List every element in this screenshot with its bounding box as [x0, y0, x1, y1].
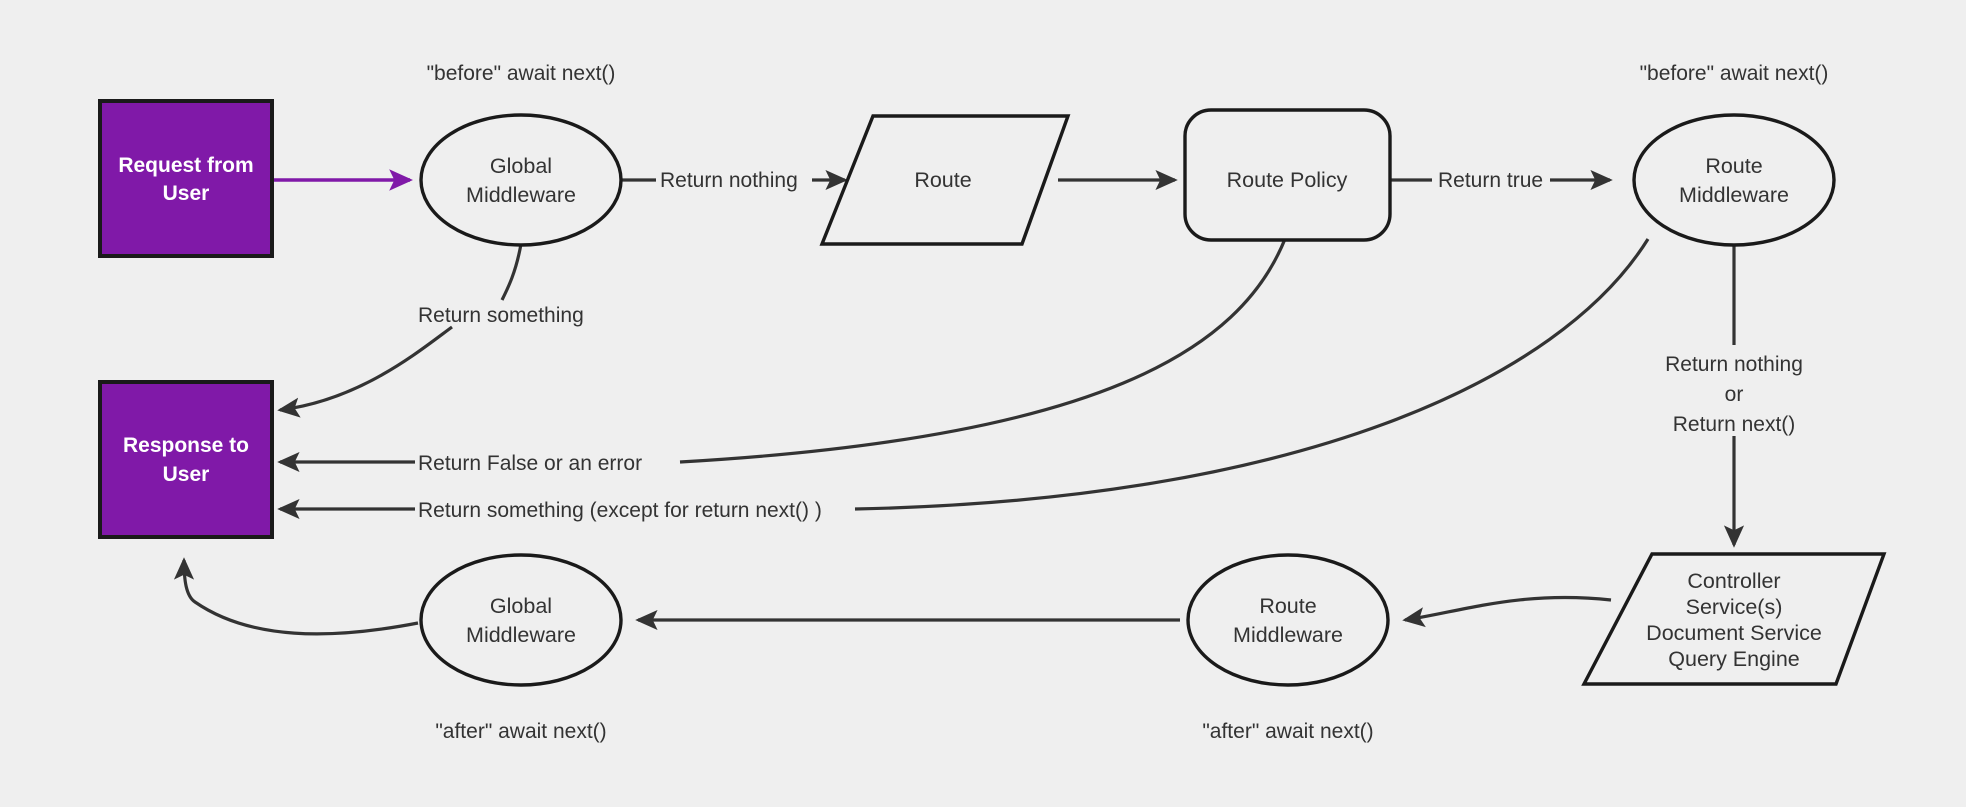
- edge-label-return-next: Return next(): [1673, 413, 1796, 436]
- node-route[interactable]: Route: [819, 114, 1071, 246]
- node-request-from-user[interactable]: Request from User: [98, 99, 274, 258]
- edge-route-policy-to-response: Return False or an error: [277, 238, 1287, 475]
- edge-controller-to-route-middleware-after: [1402, 595, 1612, 628]
- route-middleware-before-label-line1: Route: [1705, 154, 1762, 178]
- annotation-before-global-middleware: "before" await next(): [427, 62, 616, 85]
- controller-services-label-line1: Controller: [1687, 569, 1780, 593]
- edge-label-return-true: Return true: [1438, 169, 1543, 192]
- annotation-before-route-middleware: "before" await next(): [1640, 62, 1829, 85]
- edge-global-middleware-after-to-response: [173, 557, 419, 636]
- node-global-middleware-before[interactable]: Global Middleware: [419, 113, 623, 247]
- route-label: Route: [914, 168, 971, 192]
- annotation-after-route-middleware: "after" await next(): [1202, 720, 1373, 743]
- controller-services-label-line3: Document Service: [1646, 621, 1822, 645]
- global-middleware-after-label-line2: Middleware: [466, 623, 576, 647]
- request-from-user-label-line2: User: [163, 182, 210, 205]
- edge-label-return-false-or-error: Return False or an error: [418, 452, 642, 475]
- node-global-middleware-after[interactable]: Global Middleware: [419, 553, 623, 687]
- edge-route-policy-to-route-middleware: Return true: [1390, 169, 1613, 192]
- edge-label-return-something-except-next: Return something (except for return next…: [418, 499, 822, 522]
- edge-label-return-nothing-2: Return nothing: [1665, 353, 1803, 376]
- edge-route-middleware-to-controller: Return nothing or Return next(): [1665, 239, 1803, 548]
- route-middleware-after-label-line1: Route: [1259, 594, 1316, 618]
- edge-route-middleware-to-response: Return something (except for return next…: [277, 238, 1650, 522]
- node-controller-services[interactable]: Controller Service(s) Document Service Q…: [1581, 552, 1887, 686]
- annotation-after-global-middleware: "after" await next(): [435, 720, 606, 743]
- edge-label-return-nothing: Return nothing: [660, 169, 798, 192]
- route-middleware-after-label-line2: Middleware: [1233, 623, 1343, 647]
- request-from-user-label-line1: Request from: [118, 154, 253, 177]
- edge-global-middleware-to-response: Return something: [277, 243, 584, 418]
- edge-label-or: or: [1725, 383, 1744, 406]
- response-to-user-label-line2: User: [163, 463, 210, 486]
- controller-services-label-line4: Query Engine: [1668, 647, 1799, 671]
- global-middleware-before-label-line1: Global: [490, 154, 552, 178]
- edge-global-middleware-to-route: Return nothing: [620, 169, 848, 192]
- controller-services-label-line2: Service(s): [1686, 595, 1783, 619]
- route-policy-label: Route Policy: [1227, 168, 1348, 192]
- global-middleware-before-label-line2: Middleware: [466, 183, 576, 207]
- route-middleware-before-label-line2: Middleware: [1679, 183, 1789, 207]
- global-middleware-after-label-line1: Global: [490, 594, 552, 618]
- node-route-middleware-before[interactable]: Route Middleware: [1632, 113, 1836, 247]
- node-route-middleware-after[interactable]: Route Middleware: [1186, 553, 1390, 687]
- node-response-to-user[interactable]: Response to User: [98, 380, 274, 539]
- node-route-policy[interactable]: Route Policy: [1183, 108, 1392, 242]
- response-to-user-label-line1: Response to: [123, 434, 249, 457]
- edge-label-return-something: Return something: [418, 304, 584, 327]
